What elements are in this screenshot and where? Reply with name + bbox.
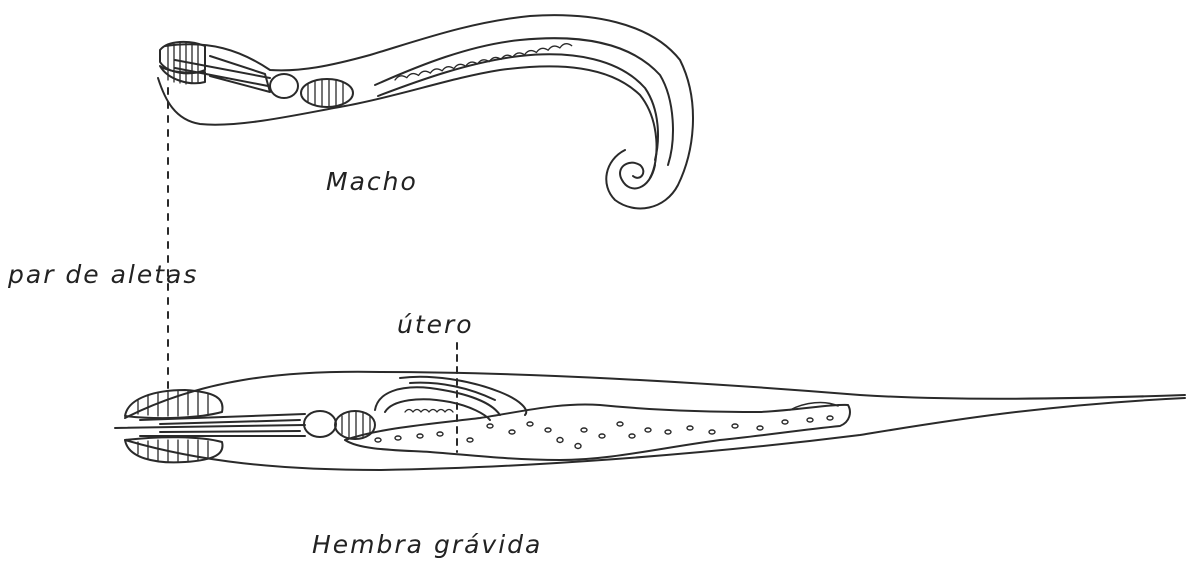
female-label: Hembra grávida <box>312 530 542 559</box>
male-tail-spiral <box>620 163 655 189</box>
female-worm-figure <box>115 372 1185 470</box>
female-gland <box>335 411 375 439</box>
male-body-outline <box>158 15 693 208</box>
female-intestine <box>345 404 850 460</box>
female-eggs <box>375 416 833 449</box>
male-label: Macho <box>326 167 418 196</box>
male-bulb <box>270 74 298 98</box>
male-fins <box>160 42 205 84</box>
male-gland <box>301 79 353 107</box>
male-intestine <box>375 38 673 165</box>
fins-label: par de aletas <box>8 260 198 289</box>
uterus-label: útero <box>397 310 474 339</box>
male-worm-figure <box>158 15 693 208</box>
female-bulb <box>304 411 336 437</box>
